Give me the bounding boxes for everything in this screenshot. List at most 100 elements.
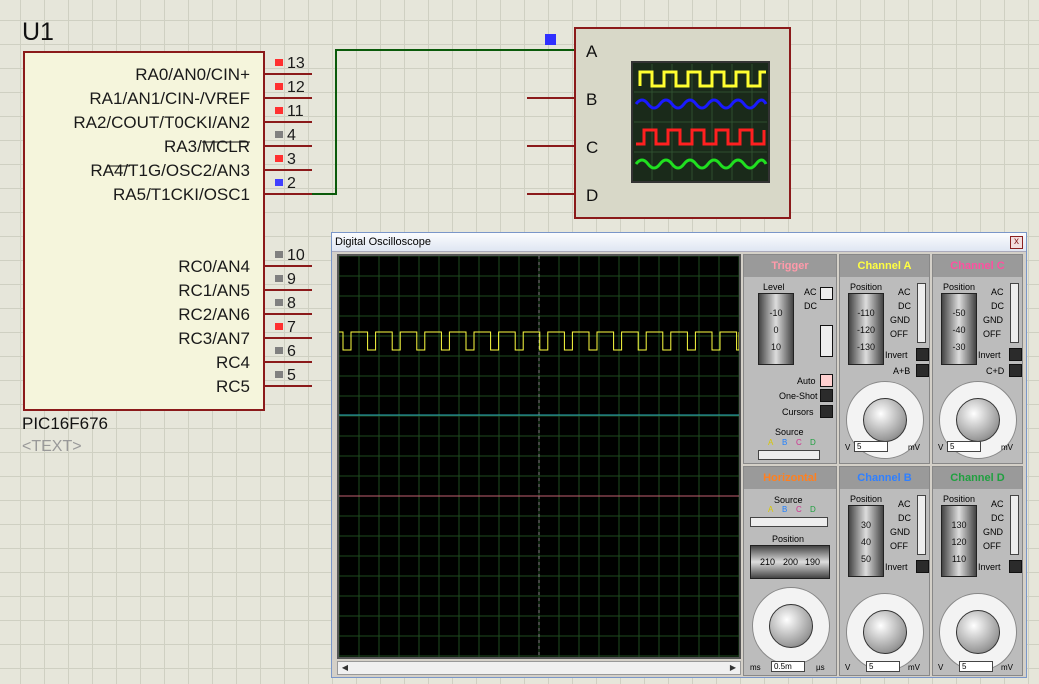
trigger-header: Trigger [744, 255, 836, 277]
pin-number-12: 12 [287, 79, 305, 96]
trigger-cursors-button[interactable] [820, 405, 833, 418]
channel-d-volts-input[interactable]: 5 [959, 661, 993, 672]
channel-b-unit-v: V [845, 663, 851, 672]
trigger-oneshot-label: One-Shot [779, 391, 818, 401]
channel-b-position-label: Position [850, 494, 883, 504]
trigger-source-c: C [796, 438, 802, 447]
channel-d-volts-dial[interactable] [939, 593, 1017, 671]
channel-a-coupling-slider[interactable] [917, 283, 926, 343]
horizontal-unit-us: µs [816, 663, 825, 672]
trigger-level-control[interactable]: -10 0 10 [758, 293, 794, 365]
channel-c-coupling-slider[interactable] [1010, 283, 1019, 343]
trigger-auto-label: Auto [797, 376, 816, 386]
channel-b-coupling-slider[interactable] [917, 495, 926, 555]
channel-c-tick: -30 [952, 342, 966, 352]
channel-c-volts-knob[interactable] [956, 398, 1000, 442]
channel-a-combine-button[interactable] [916, 364, 929, 377]
horizontal-time-input[interactable]: 0.5m [771, 661, 805, 672]
channel-d-coupling-slider[interactable] [1010, 495, 1019, 555]
channel-d-tick: 130 [951, 520, 967, 530]
window-titlebar[interactable]: Digital Oscilloscope x [332, 233, 1026, 252]
trigger-coupling-switch[interactable] [820, 287, 833, 300]
pin-label-rc1: RC1/AN5 [178, 281, 250, 300]
scroll-right-icon[interactable]: ▶ [729, 663, 737, 672]
channel-c-volts-input[interactable]: 5 [947, 441, 981, 452]
scope-a-marker [545, 34, 556, 45]
trigger-source-d: D [810, 438, 816, 447]
channel-c-unit-mv: mV [1001, 443, 1013, 452]
horizontal-position-tick: 190 [805, 557, 821, 567]
chip-body[interactable] [23, 51, 265, 411]
channel-c-invert-label: Invert [978, 350, 1001, 360]
trigger-level-tick: 0 [773, 325, 779, 335]
channel-a-position-control[interactable]: -110 -120 -130 [848, 293, 884, 365]
channel-d-tick: 120 [951, 537, 967, 547]
pin-state-marker [275, 251, 283, 258]
channel-c-unit-v: V [938, 443, 944, 452]
trigger-level-tick: 10 [770, 342, 781, 352]
channel-a-tick: -110 [857, 308, 875, 318]
channel-b-mode-off: OFF [890, 541, 908, 551]
horizontal-source-slider[interactable] [750, 517, 828, 527]
scope-screen [337, 254, 741, 659]
oscilloscope-window[interactable]: Digital Oscilloscope x ◀ ▶ Trigger Level… [331, 232, 1027, 678]
horizontal-time-knob[interactable] [769, 604, 813, 648]
scope-input-b-label: B [586, 90, 598, 109]
channel-b-panel: Channel B Position 30 40 50 AC DC GND OF… [839, 466, 930, 676]
channel-a-mode-dc: DC [898, 301, 911, 311]
pin-label-ra1: RA1/AN1/CIN-/VREF [89, 89, 250, 108]
trigger-source-slider[interactable] [758, 450, 820, 460]
scroll-left-icon[interactable]: ◀ [341, 663, 349, 672]
channel-a-volts-knob[interactable] [863, 398, 907, 442]
channel-b-tick: 30 [860, 520, 871, 530]
pin-state-marker [275, 155, 283, 162]
channel-b-mode-gnd: GND [890, 527, 910, 537]
channel-b-volts-dial[interactable] [846, 593, 924, 671]
horizontal-time-dial[interactable] [752, 587, 830, 665]
trigger-edge-switch[interactable] [820, 325, 833, 357]
pin-state-marker [275, 275, 283, 282]
pin-label-ra0: RA0/AN0/CIN+ [135, 65, 250, 84]
channel-d-invert-button[interactable] [1009, 560, 1022, 573]
horizontal-position-tick: 210 [760, 557, 776, 567]
scope-symbol-grid [634, 64, 767, 180]
horizontal-position-control[interactable]: 210 200 190 [750, 545, 830, 579]
horizontal-scrollbar[interactable]: ◀ ▶ [337, 661, 741, 675]
channel-b-volts-knob[interactable] [863, 610, 907, 654]
close-icon[interactable]: x [1010, 236, 1023, 249]
horizontal-panel: Horizontal Source A B C D Position 210 2… [743, 466, 837, 676]
trigger-oneshot-button[interactable] [820, 389, 833, 402]
channel-d-unit-v: V [938, 663, 944, 672]
trigger-auto-button[interactable] [820, 374, 833, 387]
trace-a-waveform [339, 331, 740, 351]
channel-a-volts-input[interactable]: 5 [854, 441, 888, 452]
horizontal-header: Horizontal [744, 467, 836, 489]
channel-c-invert-button[interactable] [1009, 348, 1022, 361]
channel-d-panel: Channel D Position 130 120 110 AC DC GND… [932, 466, 1023, 676]
channel-a-panel: Channel A Position -110 -120 -130 AC DC … [839, 254, 930, 464]
channel-c-mode-dc: DC [991, 301, 1004, 311]
channel-c-position-control[interactable]: -50 -40 -30 [941, 293, 977, 365]
horizontal-position-label: Position [772, 534, 805, 544]
wire-ra5-to-a[interactable] [312, 49, 575, 195]
channel-b-header: Channel B [840, 467, 929, 489]
pin-number-7: 7 [287, 319, 296, 336]
channel-c-position-label: Position [943, 282, 976, 292]
channel-b-volts-input[interactable]: 5 [866, 661, 900, 672]
channel-b-position-control[interactable]: 30 40 50 [848, 505, 884, 577]
pin-label-rc3: RC3/AN7 [178, 329, 250, 348]
channel-b-invert-button[interactable] [916, 560, 929, 573]
channel-b-tick: 50 [860, 554, 871, 564]
scope-input-a-label: A [586, 42, 598, 61]
channel-a-invert-button[interactable] [916, 348, 929, 361]
channel-d-volts-knob[interactable] [956, 610, 1000, 654]
scope-symbol-trace-a [638, 70, 766, 88]
horizontal-source-c: C [796, 505, 802, 514]
channel-c-combine-button[interactable] [1009, 364, 1022, 377]
trigger-level-tick: -10 [769, 308, 783, 318]
channel-d-position-control[interactable]: 130 120 110 [941, 505, 977, 577]
pin-state-marker [275, 59, 283, 66]
chip-pin-leads [264, 73, 312, 387]
pin-label-rc2: RC2/AN6 [178, 305, 250, 324]
